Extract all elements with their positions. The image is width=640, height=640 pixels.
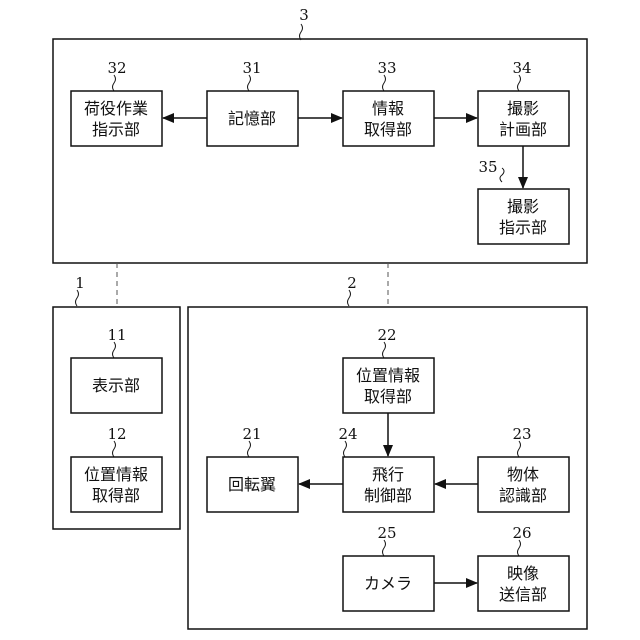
- block-32-label-1: 荷役作業: [84, 99, 148, 118]
- block-23-ref: 23: [512, 425, 531, 443]
- block-34-label-1: 撮影: [507, 99, 539, 118]
- block-26-label-2: 送信部: [499, 585, 547, 604]
- block-33-label-1: 情報: [372, 99, 404, 118]
- block-21: 21 回転翼: [207, 425, 298, 512]
- block-33-ref: 33: [377, 59, 396, 77]
- block-11-label-1: 表示部: [92, 376, 140, 395]
- block-25-label-1: カメラ: [364, 574, 412, 593]
- block-22-label-2: 取得部: [364, 387, 412, 406]
- block-21-ref: 21: [242, 425, 261, 443]
- block-35-label-1: 撮影: [507, 197, 539, 216]
- block-33: 33 情報 取得部: [343, 59, 434, 146]
- block-2-ref: 2: [347, 274, 357, 292]
- block-1-ref: 1: [75, 274, 85, 292]
- block-35-ref: 35: [478, 158, 497, 176]
- block-32: 32 荷役作業 指示部: [71, 59, 162, 146]
- block-32-ref: 32: [107, 59, 126, 77]
- block-12-ref: 12: [107, 425, 126, 443]
- block-31-ref: 31: [242, 59, 261, 77]
- block-12-label-1: 位置情報: [84, 465, 148, 484]
- block-23-label-2: 認識部: [499, 486, 547, 505]
- block-34-label-2: 計画部: [499, 120, 547, 139]
- block-11: 11 表示部: [71, 326, 162, 413]
- block-26-label-1: 映像: [507, 564, 539, 583]
- block-26-ref: 26: [512, 524, 531, 542]
- block-12-label-2: 取得部: [92, 486, 140, 505]
- block-34: 34 撮影 計画部: [478, 59, 569, 146]
- block-33-label-2: 取得部: [364, 120, 412, 139]
- block-21-label-1: 回転翼: [228, 475, 276, 494]
- block-11-ref: 11: [107, 326, 126, 344]
- block-3-ref: 3: [299, 6, 309, 24]
- block-25-ref: 25: [377, 524, 396, 542]
- block-12: 12 位置情報 取得部: [71, 425, 162, 512]
- block-35-label-2: 指示部: [499, 218, 547, 237]
- block-22-label-1: 位置情報: [356, 366, 420, 385]
- block-34-ref: 34: [512, 59, 531, 77]
- block-32-label-2: 指示部: [92, 120, 140, 139]
- block-22: 22 位置情報 取得部: [343, 326, 434, 413]
- block-24-label-2: 制御部: [364, 486, 412, 505]
- block-31-label-1: 記憶部: [228, 109, 276, 128]
- block-26: 26 映像 送信部: [478, 524, 569, 611]
- block-25: 25 カメラ: [343, 524, 434, 611]
- block-22-ref: 22: [377, 326, 396, 344]
- block-23-label-1: 物体: [507, 465, 539, 484]
- block-24-ref: 24: [338, 425, 357, 443]
- block-31: 31 記憶部: [207, 59, 298, 146]
- block-24: 24 飛行 制御部: [338, 425, 434, 512]
- block-23: 23 物体 認識部: [478, 425, 569, 512]
- block-24-label-1: 飛行: [372, 465, 404, 484]
